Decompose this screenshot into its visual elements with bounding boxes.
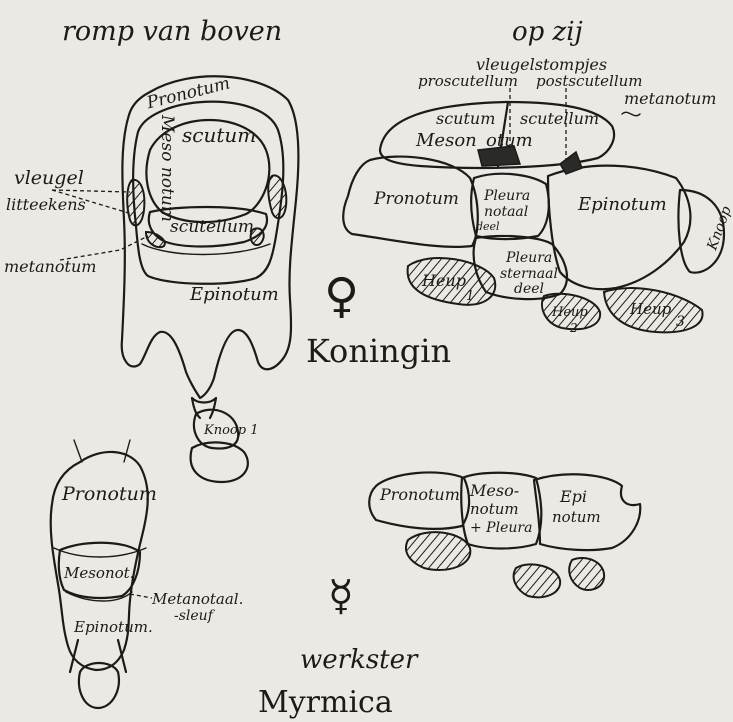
label-postscutellum: postscutellum — [536, 72, 643, 90]
label-queen-knoop: Knoop 1 — [203, 423, 258, 438]
label-side-scutellum: scutellum — [520, 109, 599, 128]
female-symbol: ♀ — [324, 268, 359, 324]
label-worker-groove-1: Metanotaal. — [151, 590, 243, 608]
label-side-pronotum: Pronotum — [373, 189, 459, 209]
label-pleura-sternaal-3: deel — [514, 281, 544, 297]
label-heup-2-num: 2 — [569, 321, 578, 335]
label-worker-side-notum: notum — [470, 500, 519, 518]
label-worker-pronotum: Pronotum — [61, 483, 157, 505]
label-worker-mesonot: Mesonot. — [63, 564, 134, 582]
worker-symbol: ☿ — [328, 571, 354, 620]
worker-coxa-2 — [514, 564, 561, 597]
label-worker-side-pleura: + Pleura — [470, 520, 532, 536]
label-heup-3-num: 3 — [676, 314, 685, 330]
label-queen-scutellum: scutellum — [170, 217, 254, 237]
label-worker-side-meso: Meso- — [469, 481, 519, 500]
label-worker-side-epi: Epi — [559, 487, 587, 506]
label-side-epinotum: Epinotum — [577, 194, 667, 215]
label-side-knoop: Knoop — [704, 204, 733, 253]
queen-metanotal-scar — [146, 232, 165, 247]
label-heup-1-num: 1 — [466, 289, 474, 304]
worker-pronotum-line — [54, 548, 146, 557]
heading-worker: werkster — [300, 645, 419, 675]
queen-wing-stump-2 — [560, 152, 582, 174]
heading-side-view: op zij — [512, 17, 583, 47]
label-pleura-notaal-1: Pleura — [483, 188, 530, 204]
queen-wing-scar-left — [127, 180, 144, 226]
label-pleura-sternaal-2: sternaal — [500, 266, 558, 282]
label-queen-scutum: scutum — [182, 123, 256, 147]
queen-metanotum-arrow — [622, 112, 640, 115]
label-metanotum-left: metanotum — [4, 257, 96, 276]
label-worker-side-pronotum: Pronotum — [379, 485, 460, 504]
label-proscutellum: proscutellum — [418, 72, 518, 90]
label-pleura-notaal-2: notaal — [484, 204, 528, 220]
worker-antenna-right — [124, 440, 130, 462]
queen-side-epinotum — [548, 166, 690, 290]
label-worker-side-epinotum: notum — [552, 508, 601, 526]
label-queen-epinotum: Epinotum — [189, 284, 279, 305]
label-side-scutum: scutum — [436, 109, 495, 128]
label-heup-3: Heup — [629, 300, 672, 318]
worker-groove-leader — [130, 594, 152, 598]
label-worker-epinotum: Epinotum. — [73, 618, 153, 636]
label-side-meson: Meson — [415, 130, 477, 151]
label-side-metanotum: metanotum — [624, 89, 716, 108]
worker-coxa-3 — [569, 558, 604, 590]
label-vleugel: vleugel — [14, 167, 84, 189]
label-pleura-sternaal-1: Pleura — [505, 250, 552, 266]
worker-coxa-1 — [406, 532, 470, 570]
label-heup-1: Heup — [421, 271, 466, 290]
label-heup-2: Heup — [551, 305, 588, 320]
label-littekens: litteekens — [6, 195, 86, 214]
label-worker-groove-2: -sleuf — [174, 608, 216, 624]
heading-top-view: romp van boven — [62, 16, 282, 47]
label-side-otum: otum — [486, 130, 533, 151]
heading-genus: Myrmica — [258, 685, 393, 720]
worker-antenna-left — [74, 440, 82, 462]
label-queen-mesonotum: Meso notum — [157, 114, 177, 222]
heading-queen: Koningin — [306, 332, 451, 370]
label-pleura-notaal-3: deel — [476, 220, 500, 233]
